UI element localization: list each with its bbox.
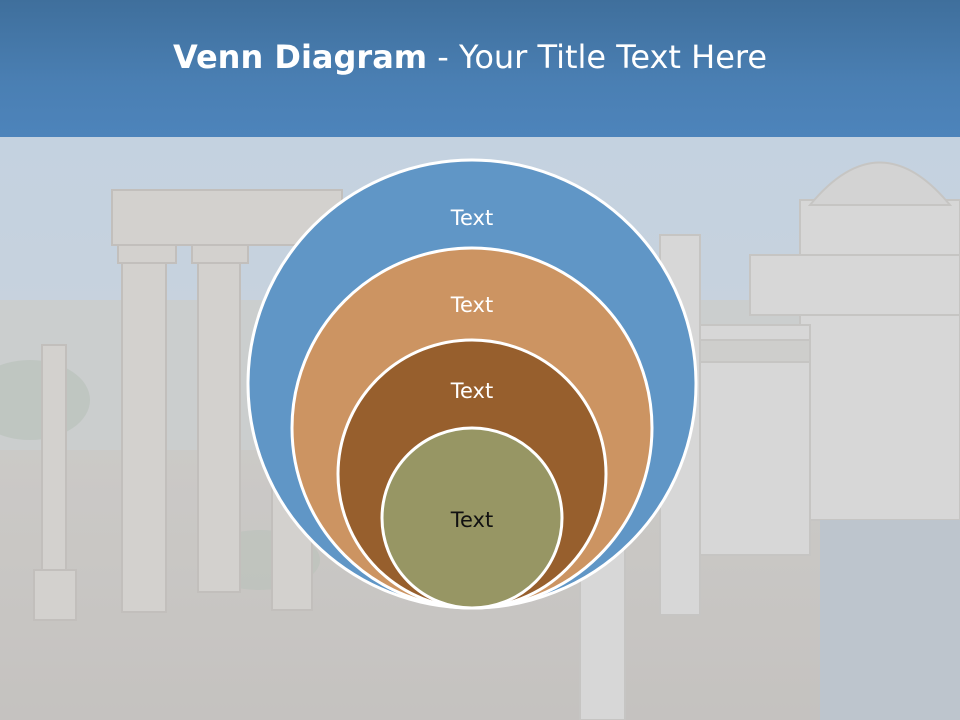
ring-3-label[interactable]: Text xyxy=(450,379,493,403)
ring-4-circle[interactable] xyxy=(380,426,564,610)
title-header-bar xyxy=(0,0,960,137)
ring-2-label[interactable]: Text xyxy=(450,293,493,317)
ring-4-label[interactable]: Text xyxy=(450,508,493,532)
ring-1-label[interactable]: Text xyxy=(450,206,493,230)
title-bold-text: Venn Diagram xyxy=(172,38,428,76)
title-rest-text: - Your Title Text Here xyxy=(427,38,768,76)
slide-title[interactable]: Venn Diagram - Your Title Text Here xyxy=(0,38,940,76)
